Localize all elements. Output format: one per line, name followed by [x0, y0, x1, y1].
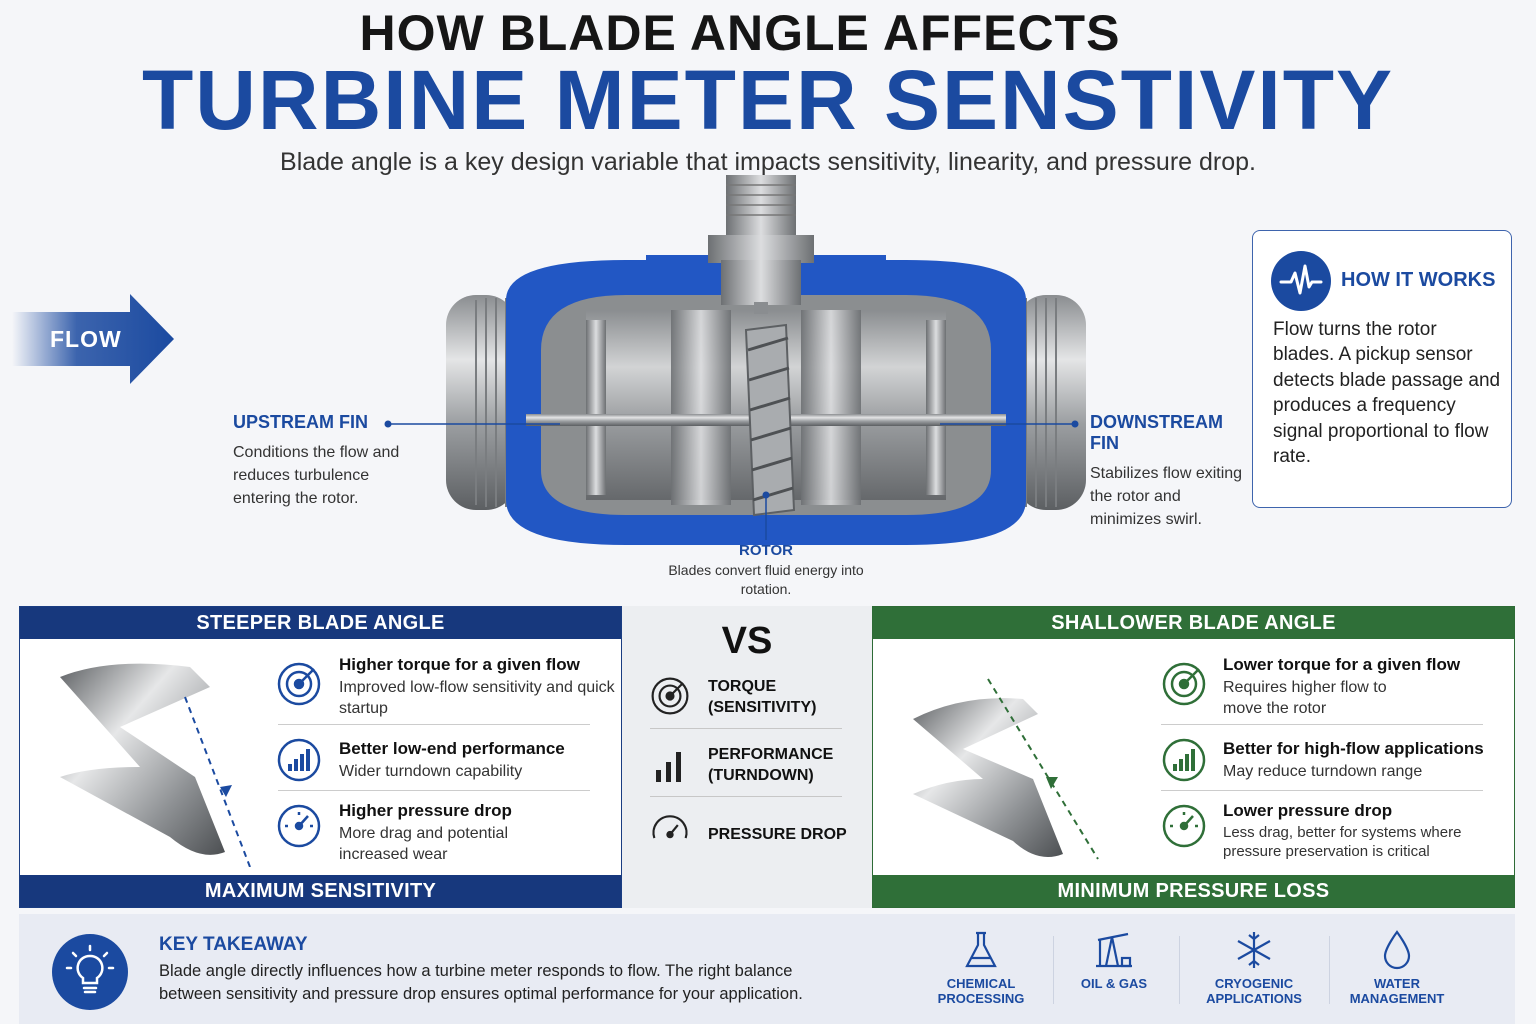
gauge-icon [652, 815, 688, 839]
application-label: CHEMICAL PROCESSING [937, 976, 1025, 1006]
application-label: OIL & GAS [1080, 976, 1148, 991]
application-cryogenic: CRYOGENIC APPLICATIONS [1184, 928, 1324, 1006]
page-title-line1: HOW BLADE ANGLE AFFECTS [359, 5, 1121, 61]
target-icon [276, 661, 322, 707]
how-it-works-card: HOW IT WORKS Flow turns the rotor blades… [1252, 230, 1512, 508]
feature-desc: Wider turndown capability [339, 763, 523, 780]
comparison-row-pressure: PRESSURE DROP [650, 812, 850, 856]
shallower-blade-footer: MINIMUM PRESSURE LOSS [873, 875, 1514, 907]
steeper-feature-2: Better low-end performance Wider turndow… [339, 739, 659, 782]
application-chemical: CHEMICAL PROCESSING [911, 928, 1051, 1006]
application-water: WATER MANAGEMENT [1327, 928, 1467, 1006]
rotor-title: ROTOR [739, 542, 793, 559]
feature-desc: May reduce turndown range [1223, 763, 1423, 780]
key-takeaway-text: Blade angle directly influences how a tu… [159, 962, 803, 1003]
comparison-label: PERFORMANCE (TURNDOWN) [708, 746, 834, 784]
shallower-feature-2: Better for high-flow applications May re… [1223, 739, 1536, 782]
how-it-works-text: Flow turns the rotor blades. A pickup se… [1273, 319, 1501, 468]
key-takeaway-bar: KEY TAKEAWAY Blade angle directly influe… [19, 914, 1515, 1024]
turbine-meter-illustration [446, 175, 1086, 545]
rotor-callout: ROTOR Blades convert fluid energy into r… [666, 542, 866, 599]
bar-chart-icon [276, 737, 322, 783]
feature-desc: Less drag, better for systems where pres… [1223, 824, 1462, 860]
divider [278, 724, 590, 725]
pumpjack-icon [1096, 932, 1132, 968]
application-oil-gas: OIL & GAS [1044, 928, 1184, 991]
application-label: CRYOGENIC APPLICATIONS [1206, 976, 1302, 1006]
steeper-blade-panel: STEEPER BLADE ANGLE Higher torque for a … [19, 606, 622, 908]
divider [278, 790, 590, 791]
steeper-blade-title: STEEPER BLADE ANGLE [20, 607, 621, 639]
feature-desc: Requires higher flow to move the rotor [1223, 679, 1387, 717]
feature-title: Better low-end performance [339, 739, 565, 758]
downstream-fin-title: DOWNSTREAM FIN [1090, 412, 1223, 453]
shallower-feature-1: Lower torque for a given flow Requires h… [1223, 655, 1536, 719]
divider [650, 796, 842, 797]
divider [1329, 936, 1330, 1004]
water-drop-icon [1383, 930, 1411, 970]
comparison-row-performance: PERFORMANCE (TURNDOWN) [650, 742, 850, 792]
lightbulb-icon [52, 934, 128, 1010]
downstream-fin-callout: DOWNSTREAM FIN Stabilizes flow exiting t… [1090, 412, 1250, 531]
feature-title: Better for high-flow applications [1223, 739, 1484, 758]
divider [1053, 936, 1054, 1004]
target-icon [1161, 661, 1207, 707]
target-icon [651, 677, 689, 715]
gauge-icon [276, 803, 322, 849]
vs-label: VS [721, 620, 773, 662]
divider [1161, 724, 1483, 725]
upstream-fin-title: UPSTREAM FIN [233, 412, 368, 432]
upstream-fin-callout: UPSTREAM FIN Conditions the flow and red… [233, 412, 403, 510]
feature-title: Higher torque for a given flow [339, 655, 580, 674]
application-label: WATER MANAGEMENT [1349, 976, 1445, 1006]
shallower-blade-title: SHALLOWER BLADE ANGLE [873, 607, 1514, 639]
shallower-blade-panel: SHALLOWER BLADE ANGLE Lower torque for a… [872, 606, 1515, 908]
key-takeaway-title: KEY TAKEAWAY [159, 934, 308, 955]
comparison-label: PRESSURE DROP [708, 826, 847, 843]
pulse-icon [1271, 251, 1331, 311]
flow-label: FLOW [50, 326, 122, 352]
feature-title: Lower pressure drop [1223, 801, 1393, 820]
comparison-panel: VS TORQUE (SENSITIVITY) PERFORMANCE (TUR… [622, 606, 872, 908]
steeper-blade-footer: MAXIMUM SENSITIVITY [20, 875, 621, 907]
divider [650, 728, 842, 729]
comparison-row-torque: TORQUE (SENSITIVITY) [650, 674, 850, 724]
how-it-works-title: HOW IT WORKS [1341, 269, 1496, 291]
page-subtitle: Blade angle is a key design variable tha… [280, 148, 1256, 176]
steep-blade-illustration [60, 663, 251, 867]
downstream-fin-text: Stabilizes flow exiting the rotor and mi… [1090, 465, 1243, 528]
upstream-fin-text: Conditions the flow and reduces turbulen… [233, 444, 400, 507]
feature-desc: More drag and potential increased wear [339, 825, 508, 863]
shallow-blade-illustration [913, 678, 1099, 860]
divider [1179, 936, 1180, 1004]
shallower-feature-3: Lower pressure drop Less drag, better fo… [1223, 801, 1536, 861]
steeper-feature-1: Higher torque for a given flow Improved … [339, 655, 659, 719]
feature-desc: Improved low-flow sensitivity and quick … [339, 679, 615, 717]
page-title-line2: TURBINE METER SENSTIVITY [141, 53, 1395, 147]
flow-arrow-icon [12, 294, 174, 384]
feature-title: Higher pressure drop [339, 801, 512, 820]
bar-chart-icon [1161, 737, 1207, 783]
bar-chart-icon [656, 752, 681, 782]
comparison-label: TORQUE (SENSITIVITY) [708, 678, 817, 716]
feature-title: Lower torque for a given flow [1223, 655, 1461, 674]
rotor-text: Blades convert fluid energy into rotatio… [668, 562, 864, 597]
gauge-icon [1161, 803, 1207, 849]
snowflake-icon [1237, 932, 1271, 968]
steeper-feature-3: Higher pressure drop More drag and poten… [339, 801, 659, 865]
flask-icon [965, 931, 997, 968]
divider [1161, 790, 1483, 791]
